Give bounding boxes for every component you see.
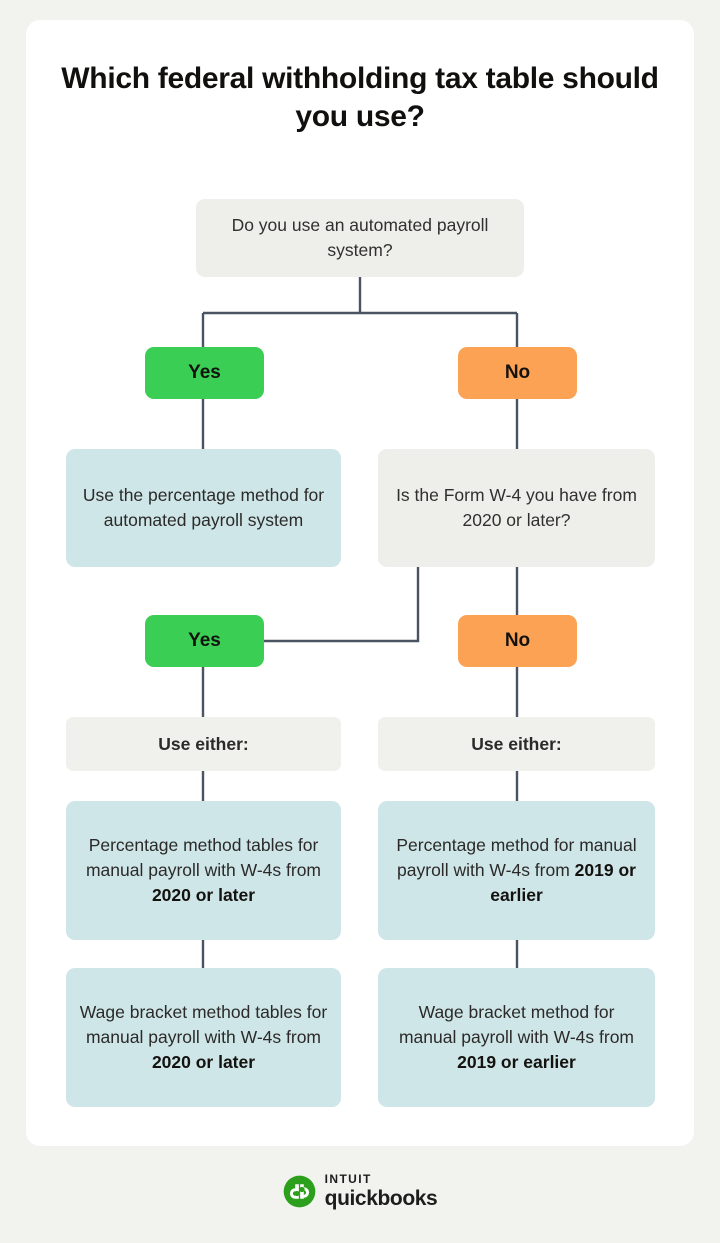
- outcome-right-wage-bracket-method-text: Wage bracket method for manual payroll w…: [378, 1000, 655, 1075]
- outcome-left-percentage-tables-text: Percentage method tables for manual payr…: [66, 833, 341, 908]
- branch-yes-level2[interactable]: Yes: [145, 615, 264, 667]
- label-use-either-right: Use either:: [378, 717, 655, 771]
- outcome-left-wage-bracket-tables-text: Wage bracket method tables for manual pa…: [66, 1000, 341, 1075]
- outcome-right-wage-bracket-bold: 2019 or earlier: [457, 1051, 576, 1072]
- outcome-automated-percentage-method: Use the percentage method for automated …: [66, 449, 341, 567]
- outcome-left-wage-bracket-normal: Wage bracket method tables for manual pa…: [79, 1002, 328, 1048]
- question-automated-payroll-text: Do you use an automated payroll system?: [231, 215, 489, 260]
- question-form-w4-year: Is the Form W-4 you have from 2020 or la…: [378, 449, 655, 567]
- branch-yes-level1[interactable]: Yes: [145, 347, 264, 399]
- outcome-right-wage-bracket-method: Wage bracket method for manual payroll w…: [378, 968, 655, 1107]
- outcome-left-percentage-tables-normal: Percentage method tables for manual payr…: [85, 835, 322, 881]
- outcome-right-percentage-method-bold: 2019 or earlier: [490, 860, 636, 905]
- quickbooks-wordmark-text: quickbooks: [324, 1187, 438, 1210]
- outcome-right-percentage-method-text: Percentage method for manual payroll wit…: [378, 833, 655, 908]
- branch-no-level2[interactable]: No: [458, 615, 577, 667]
- branch-no-level1-label: No: [504, 362, 531, 383]
- outcome-left-wage-bracket-tables: Wage bracket method tables for manual pa…: [66, 968, 341, 1107]
- quickbooks-qb-monogram-icon: [283, 1175, 315, 1207]
- outcome-right-percentage-method: Percentage method for manual payroll wit…: [378, 801, 655, 940]
- outcome-left-percentage-tables: Percentage method tables for manual payr…: [66, 801, 341, 940]
- outcome-automated-percentage-method-text: Use the percentage method for automated …: [82, 485, 325, 530]
- intuit-wordmark: INTUIT: [324, 1172, 372, 1186]
- question-form-w4-year-text: Is the Form W-4 you have from 2020 or la…: [396, 485, 637, 530]
- quickbooks-wordmark: INTUIT quickbooks: [325, 1173, 438, 1209]
- question-automated-payroll: Do you use an automated payroll system?: [196, 199, 524, 277]
- page-title: Which federal withholding tax table shou…: [61, 62, 659, 134]
- outcome-left-percentage-tables-bold: 2020 or later: [151, 884, 256, 905]
- branch-yes-level2-label: Yes: [188, 630, 221, 651]
- label-use-either-left: Use either:: [66, 717, 341, 771]
- branch-no-level2-label: No: [504, 630, 531, 651]
- label-use-either-left-text: Use either:: [158, 733, 249, 754]
- label-use-either-right-text: Use either:: [471, 733, 562, 754]
- outcome-left-wage-bracket-bold: 2020 or later: [151, 1051, 256, 1072]
- branch-no-level1[interactable]: No: [458, 347, 577, 399]
- outcome-right-wage-bracket-normal: Wage bracket method for manual payroll w…: [398, 1002, 635, 1048]
- quickbooks-logo: INTUIT quickbooks: [0, 1173, 720, 1209]
- branch-yes-level1-label: Yes: [188, 362, 221, 383]
- outcome-right-percentage-method-normal: Percentage method for manual payroll wit…: [396, 835, 637, 881]
